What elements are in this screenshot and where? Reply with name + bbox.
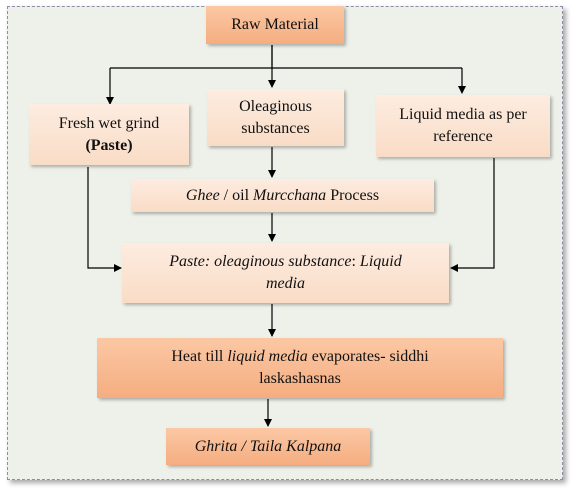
liquid-media-box: Liquid media as per reference — [376, 95, 550, 157]
murcchana-box: Ghee / oil Murcchana Process — [131, 179, 434, 212]
kalpana-box: Ghrita / Taila Kalpana — [166, 428, 370, 465]
liquid-media-label-1: Liquid media as per — [399, 106, 527, 123]
heat-line-1: Heat till liquid media evaporates- siddh… — [171, 346, 428, 368]
ghee-text: Ghee — [185, 186, 220, 204]
oleaginous-box: Oleaginous substances — [207, 89, 344, 146]
fresh-wet-grind-label: Fresh wet grind — [58, 114, 160, 132]
paste-mix-sep: : — [351, 253, 360, 270]
arrow-liquid-to-mix — [450, 158, 495, 272]
paste-mix-line-2: media — [265, 275, 306, 292]
arrow-paste-to-mix — [87, 167, 122, 272]
paste-mix-liquid: Liquid — [359, 253, 402, 270]
paste-label: (Paste) — [85, 136, 133, 154]
liquid-media-label-2: reference — [433, 128, 493, 145]
process-text: Process — [326, 186, 380, 204]
paste-mix-line-1: Paste: oleaginous substance: Liquid — [169, 251, 401, 273]
murcchana-text: Murcchana — [253, 186, 327, 204]
raw-material-label: Raw Material — [231, 16, 319, 33]
murcchana-label: Ghee / oil Murcchana Process — [186, 185, 379, 207]
oleaginous-label-2: substances — [241, 119, 310, 137]
kalpana-label: Ghrita / Taila Kalpana — [194, 437, 342, 455]
heat-pre: Heat till — [171, 348, 228, 365]
heat-box: Heat till liquid media evaporates- siddh… — [97, 338, 503, 398]
heat-line-2: laskashasnas — [259, 370, 341, 387]
fresh-wet-grind-box: Fresh wet grind (Paste) — [29, 104, 189, 165]
separator-text: / oil — [219, 186, 254, 204]
raw-material-box: Raw Material — [206, 6, 344, 44]
heat-italic: liquid media — [227, 348, 308, 365]
oleaginous-label-1: Oleaginous — [239, 97, 312, 115]
paste-mix-box: Paste: oleaginous substance: Liquid medi… — [122, 243, 449, 303]
paste-mix-italic: Paste: oleaginous substance — [169, 253, 352, 270]
heat-post: evaporates- siddhi — [307, 348, 429, 365]
